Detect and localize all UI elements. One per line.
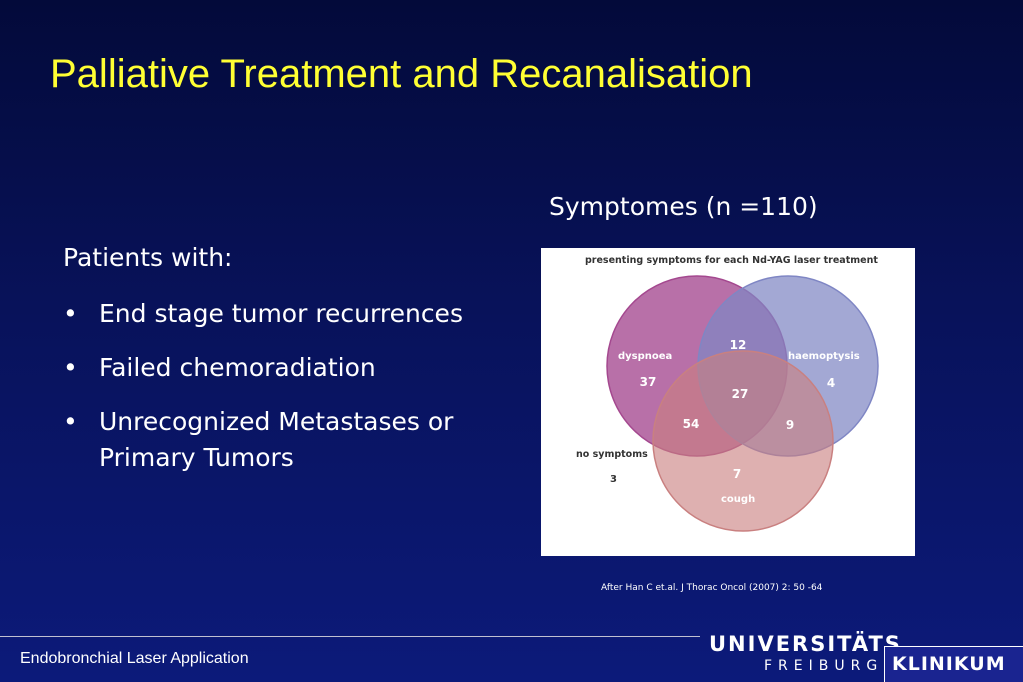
region-dyspnoea-haemoptysis: 12 <box>730 338 747 352</box>
haemoptysis-label: haemoptysis <box>788 351 860 362</box>
slide-title: Palliative Treatment and Recanalisation <box>50 52 753 96</box>
region-cough-only: 7 <box>733 467 741 481</box>
bullet-glyph: • <box>63 299 78 328</box>
region-haemoptysis-cough: 9 <box>786 418 794 432</box>
bullet-glyph: • <box>63 353 78 382</box>
logo-right-box: KLINIKUM <box>884 646 1023 682</box>
bullet-item: • Failed chemoradiation <box>63 350 503 386</box>
bullet-text: Failed chemoradiation <box>99 353 376 382</box>
no-symptoms-value: 3 <box>610 474 617 485</box>
cough-label: cough <box>721 494 755 505</box>
logo-top-text: UNIVERSITÄTS <box>709 632 902 656</box>
bullet-item: • Unrecognized Metastases or Primary Tum… <box>63 404 503 476</box>
venn-diagram: presenting symptoms for each Nd-YAG lase… <box>541 248 915 556</box>
bullet-text: End stage tumor recurrences <box>99 299 463 328</box>
bullet-item: • End stage tumor recurrences <box>63 296 503 332</box>
citation: After Han C et.al. J Thorac Oncol (2007)… <box>601 583 823 593</box>
footer-text: Endobronchial Laser Application <box>20 650 249 667</box>
logo-right-text: KLINIKUM <box>892 653 1006 675</box>
region-all-three: 27 <box>732 387 749 401</box>
venn-svg: presenting symptoms for each Nd-YAG lase… <box>576 255 879 532</box>
intro-text: Patients with: <box>63 243 233 272</box>
cough-circle <box>652 350 834 532</box>
bullet-glyph: • <box>63 407 78 436</box>
region-haemoptysis-only: 4 <box>827 376 835 390</box>
dyspnoea-label: dyspnoea <box>618 351 672 362</box>
bullet-text: Unrecognized Metastases or Primary Tumor… <box>99 407 454 472</box>
logo-bottom-text: FREIBURG <box>764 658 884 674</box>
university-logo: UNIVERSITÄTS FREIBURG KLINIKUM <box>700 628 1023 682</box>
no-symptoms-label: no symptoms <box>576 449 648 460</box>
figure-caption: Symptomes (n =110) <box>549 192 818 221</box>
footer-divider <box>0 636 700 637</box>
venn-title: presenting symptoms for each Nd-YAG lase… <box>585 255 878 266</box>
region-dyspnoea-cough: 54 <box>683 417 700 431</box>
region-dyspnoea-only: 37 <box>640 375 657 389</box>
bullet-list: • End stage tumor recurrences • Failed c… <box>63 296 503 494</box>
